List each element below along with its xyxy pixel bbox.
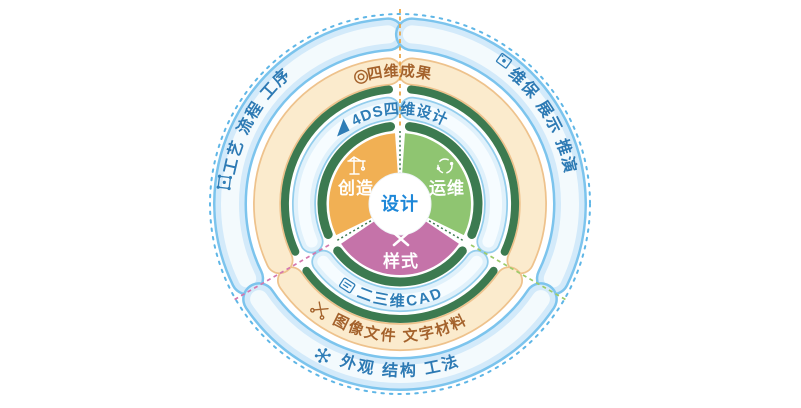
monitor-icon [495,52,513,69]
ring-tools [291,96,509,313]
green-pie-ring [317,122,483,287]
node-star-icon [314,348,331,363]
ring-tools-left-segment [291,96,401,254]
ring-outer-right-segment [394,17,587,296]
ring-outputs-right-segment [397,57,547,275]
divider-lower-right-green [470,244,567,301]
workflow-icon [216,174,233,191]
pie-divider-right [424,217,465,242]
center-circle [368,172,432,236]
green-separator-arcs [280,85,520,323]
ring-outputs-bottom-segment [277,266,523,352]
center-label: 设计 [381,193,419,214]
sync-loop-icon [436,158,454,174]
scissors-icon [310,301,329,320]
ring-outputs-left-segment [253,57,403,275]
ring-outer-bottom-segment [242,282,558,391]
ring-tools-right-segment [399,96,509,254]
divider-lower-left-pink [233,244,330,301]
flag-4d-icon [337,118,350,137]
outer-dashed-circle [209,13,591,395]
cad-icon [338,277,356,294]
pie-label-ops: 运维 [429,178,465,198]
ring-outer [213,17,587,391]
crane-icon [347,156,366,175]
pie-label-style: 样式 [383,251,419,271]
pie-divider-left [335,217,376,242]
pen-cross-icon [392,231,410,247]
pie-label-create: 创造 [337,178,374,198]
ring-tools-bottom-segment [311,249,489,313]
ring-outer-left-segment [213,17,406,296]
seal-icon [354,69,369,84]
ring-outputs [253,57,547,352]
ring-outputs-top-label: 四维成果 [366,61,435,83]
